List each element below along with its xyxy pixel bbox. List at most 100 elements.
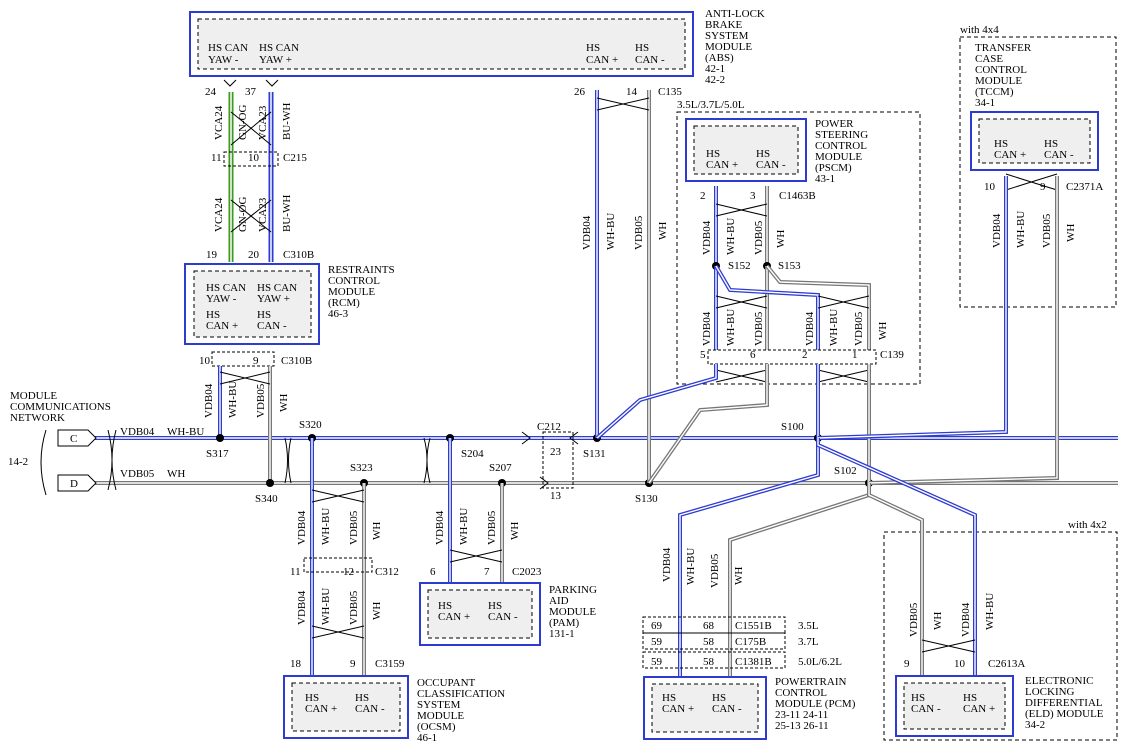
pcm-c1-conn: C1551B — [735, 620, 772, 632]
abs-title-4: (ABS) — [705, 52, 734, 64]
c312-pin-11: 11 — [290, 566, 301, 578]
pcm-branch: VDB04 WH-BU VDB05 WH 69 68 C1551B 3.5L 5… — [642, 438, 871, 740]
ocsm-pin-canm-l1: HS — [355, 692, 369, 704]
pscm2-wire-whbu: WH-BU — [725, 309, 737, 346]
wire-vca23-a: VCA23 — [257, 105, 269, 140]
pscm-pin-2: 2 — [700, 190, 706, 202]
ocsm-title-4: (OCSM) — [417, 721, 456, 733]
conn-c2613a: C2613A — [988, 658, 1025, 670]
eld-title-4: 34-2 — [1025, 719, 1045, 731]
ocsm-wire-wh-a: WH — [371, 522, 383, 540]
rcm-title-0: RESTRAINTS — [328, 264, 395, 276]
ocsm-title-5: 46-1 — [417, 732, 437, 744]
pcm-title-4: 25-13 26-11 — [775, 720, 829, 732]
abs-wire-wh: WH — [657, 222, 669, 240]
pscm-option-box: 3.5L/3.7L/5.0L HS CAN + HS CAN - POWER S… — [676, 99, 921, 385]
pam-wire-whbu: WH-BU — [458, 508, 470, 545]
ocsm-title-2: SYSTEM — [417, 699, 461, 711]
abs-pin-14: 14 — [626, 86, 638, 98]
pscm-wire-vdb05: VDB05 — [753, 220, 765, 255]
rcm-title-1: CONTROL — [328, 275, 380, 287]
eld-wire-whbu: WH-BU — [984, 593, 996, 630]
splice-s204: S204 — [461, 448, 484, 460]
pcm-title-0: POWERTRAIN — [775, 676, 847, 688]
option-engine: 3.5L/3.7L/5.0L — [677, 99, 745, 111]
tccm-pin-10: 10 — [984, 181, 996, 193]
conn-c3159: C3159 — [375, 658, 405, 670]
eld-title-1: LOCKING — [1025, 686, 1075, 698]
pcm-title-1: CONTROL — [775, 687, 827, 699]
tccm-title-2: CONTROL — [975, 64, 1027, 76]
rcm-pin-canm-l1: HS — [257, 309, 271, 321]
wire-vca24-b: VCA24 — [213, 197, 225, 232]
network-conn-c: C — [70, 433, 77, 445]
pcm-wire-wh: WH — [733, 567, 745, 585]
pam-title-0: PARKING — [549, 584, 597, 596]
pam-title-1: AID — [549, 595, 569, 607]
pscm-wire-whbu: WH-BU — [725, 218, 737, 255]
c139-pin-5: 5 — [700, 349, 706, 361]
abs-pin-canm-l2: CAN - — [635, 54, 665, 66]
abs-wire-whbu: WH-BU — [605, 213, 617, 250]
pscm-pin-canm-l2: CAN - — [756, 159, 786, 171]
abs-wire-vdb04: VDB04 — [581, 215, 593, 250]
conn-c215: C215 — [283, 152, 307, 164]
pscm3-wire-wh: WH — [877, 322, 889, 340]
c2023-pin-7: 7 — [484, 566, 490, 578]
abs-module: HS CAN YAW - HS CAN YAW + HS CAN + HS CA… — [189, 8, 765, 86]
ocsm-title-0: OCCUPANT — [417, 677, 476, 689]
tccm-wire-vdb05: VDB05 — [1041, 213, 1053, 248]
eld-title-3: (ELD) MODULE — [1025, 708, 1104, 720]
eld-title-0: ELECTRONIC — [1025, 675, 1093, 687]
eld-wire-vdb04: VDB04 — [960, 602, 972, 637]
tccm-pin-canm-l2: CAN - — [1044, 149, 1074, 161]
rcm-pin-yawm-l2: YAW - — [206, 293, 237, 305]
c2023-pin-6: 6 — [430, 566, 436, 578]
network-endpoint: MODULE COMMUNICATIONS NETWORK 14-2 C D V… — [8, 390, 204, 496]
network-title-0: MODULE — [10, 390, 57, 402]
splice-s153: S153 — [778, 260, 801, 272]
wire-buwh-b: BU-WH — [281, 195, 293, 232]
c312-pin-12: 12 — [343, 566, 354, 578]
abs-pin-yawm-l1: HS CAN — [208, 42, 248, 54]
ocsm-title-1: CLASSIFICATION — [417, 688, 505, 700]
option-4x4: with 4x4 — [960, 24, 999, 36]
pscm-pin-canp-l1: HS — [706, 148, 720, 160]
rcm-title-2: MODULE — [328, 286, 375, 298]
tccm-bus-wires — [817, 176, 1059, 485]
pam-pin-canp-l2: CAN + — [438, 611, 470, 623]
splice-s100: S100 — [781, 421, 804, 433]
conn-c310b-bot: C310B — [281, 355, 312, 367]
eld-wire-vdb05: VDB05 — [908, 602, 920, 637]
pcm-c3-p2: 58 — [703, 656, 715, 668]
c212-pin-13: 13 — [550, 490, 562, 502]
pam-pin-canm-l2: CAN - — [488, 611, 518, 623]
ocsm-pin-canp-l2: CAN + — [305, 703, 337, 715]
rcm-wire-vdb04: VDB04 — [203, 383, 215, 418]
pam-wire-vdb04: VDB04 — [434, 510, 446, 545]
abs-title-0: ANTI-LOCK — [705, 8, 765, 20]
wire-gnog-a: GN-OG — [237, 105, 249, 140]
pin-10: 10 — [248, 152, 260, 164]
pscm-title-2: CONTROL — [815, 140, 867, 152]
rcm-pin-yawm-l1: HS CAN — [206, 282, 246, 294]
pcm-wire-vdb04: VDB04 — [661, 547, 673, 582]
abs-pin-yawp-l2: YAW + — [259, 54, 292, 66]
ocsm-wire-whbu-a: WH-BU — [320, 508, 332, 545]
tccm-pin-canp-l1: HS — [994, 138, 1008, 150]
pam-title-2: MODULE — [549, 606, 596, 618]
tccm-pin-canp-l2: CAN + — [994, 149, 1026, 161]
eld-option-box: with 4x2 VDB05 WH VDB04 WH-BU 9 10 C2613… — [816, 438, 1118, 741]
bus-wire-whbu: WH-BU — [167, 426, 204, 438]
pcm-c2-p1: 59 — [651, 636, 663, 648]
bus-splices: S317 S320 S340 S323 S204 S207 S131 S130 … — [206, 419, 873, 505]
pscm3-wire-vdb04: VDB04 — [804, 311, 816, 346]
rcm-pin-canp-l1: HS — [206, 309, 220, 321]
pam-title-3: (PAM) — [549, 617, 579, 629]
tccm-title-4: (TCCM) — [975, 86, 1014, 98]
rcm-pin-canp-l2: CAN + — [206, 320, 238, 332]
eld-pin-canp-l1: HS — [963, 692, 977, 704]
pcm-c2-eng: 3.7L — [798, 636, 819, 648]
abs-rcm-yaw-wires: 24 37 VCA24 GN-OG VCA23 BU-WH 11 10 C215… — [205, 79, 314, 262]
pin-24: 24 — [205, 86, 217, 98]
